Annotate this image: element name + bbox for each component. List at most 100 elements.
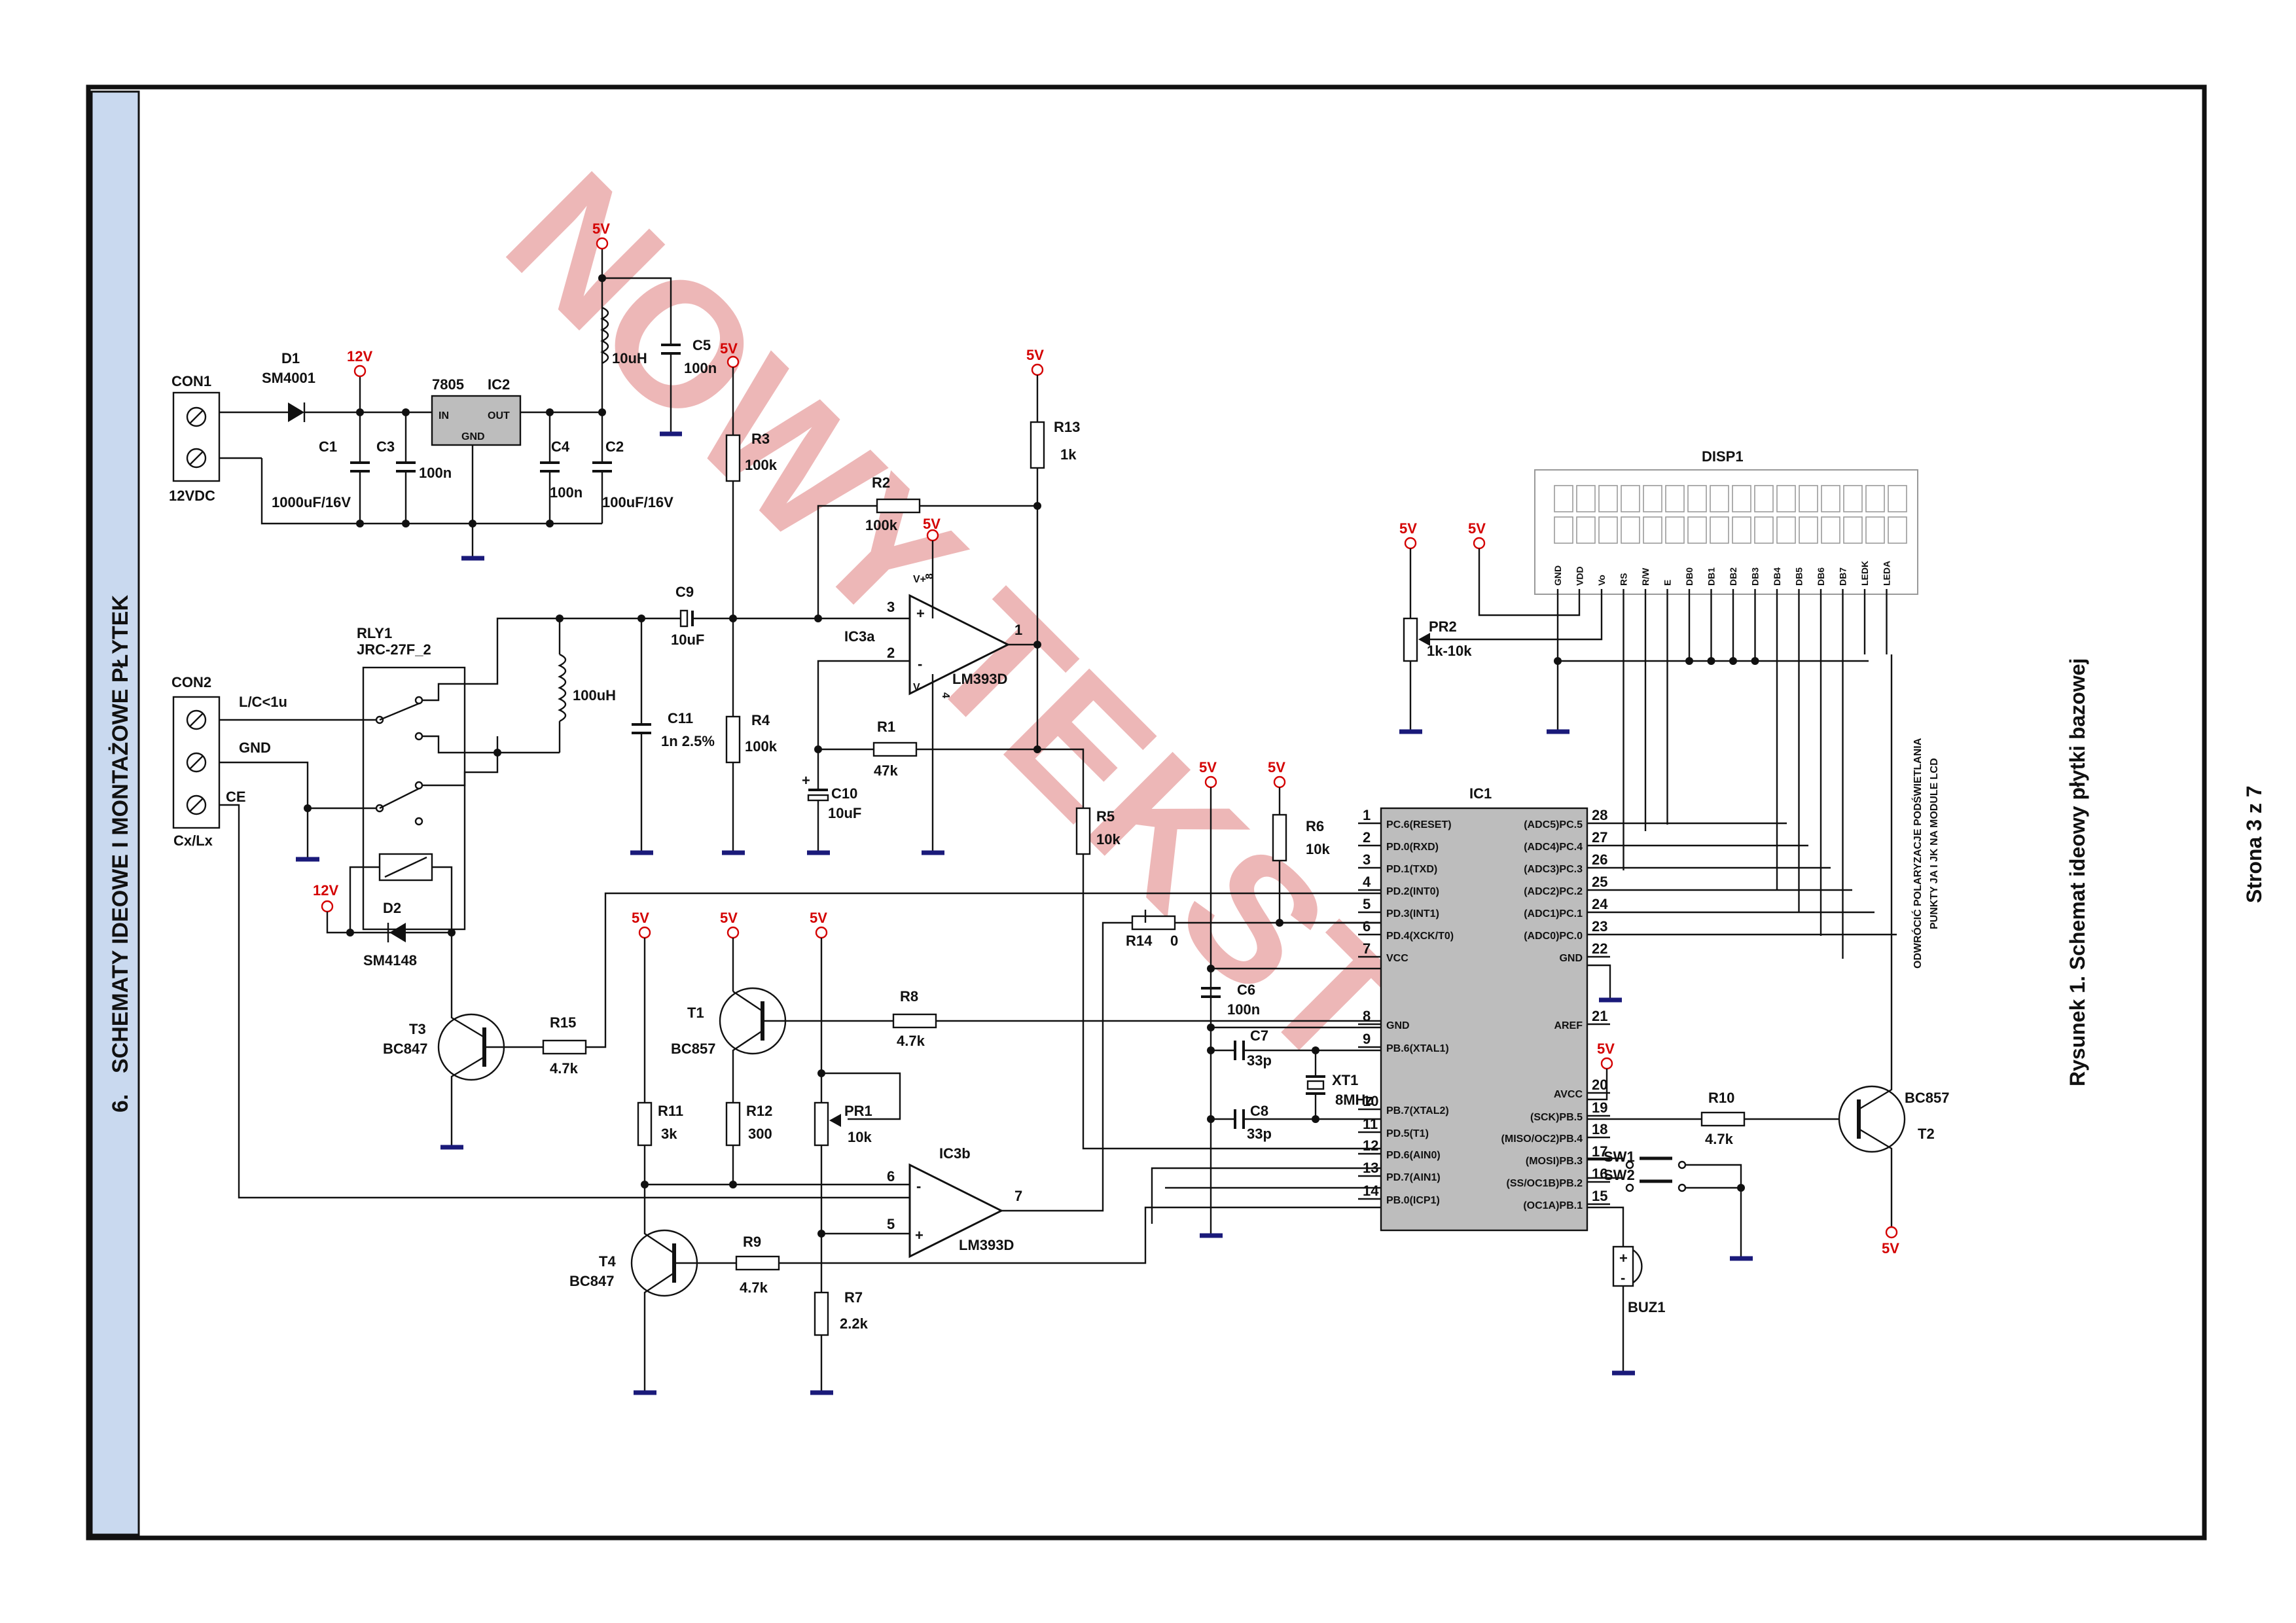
- r8-value: 4.7k: [897, 1033, 925, 1049]
- lcd-cell: [1665, 516, 1685, 544]
- c11-label: C11: [668, 710, 693, 726]
- ic1-pin-name-left: PD.4(XCK/T0): [1386, 931, 1454, 942]
- ic1-pin-num-left: 6: [1363, 918, 1371, 935]
- r15-value: 4.7k: [550, 1060, 579, 1077]
- c10-label: C10: [831, 785, 857, 802]
- pr2-potentiometer: [1403, 617, 1418, 662]
- rail-5v-m: 5V: [1468, 520, 1486, 537]
- c6-label: C6: [1237, 982, 1255, 998]
- lcd-cell: [1776, 485, 1796, 512]
- d2-value: SM4148: [363, 952, 417, 969]
- page-frame: [86, 84, 2207, 1541]
- pin-ce-label: CE: [226, 789, 246, 805]
- lcd-cell: [1710, 485, 1729, 512]
- ic1-pin-name-right: AREF: [1554, 1020, 1583, 1031]
- lcd-note-line2: PUNKTY JA I JK NA MODULE LCD: [1929, 758, 1940, 929]
- rly1-relay: [362, 666, 466, 931]
- ic1-pin-num-right: 24: [1592, 896, 1608, 912]
- ic3b-pin6: 6: [887, 1168, 895, 1185]
- ic1-pin-num-right: 21: [1592, 1008, 1607, 1024]
- r10-value: 4.7k: [1705, 1131, 1734, 1147]
- r12-resistor: [725, 1101, 741, 1147]
- r14-label: R14: [1126, 933, 1153, 949]
- ic1-pin-num-right: 22: [1592, 940, 1607, 957]
- section-number: 6.: [108, 1094, 133, 1113]
- ic1-pin-name-right: (MOSI)PB.3: [1526, 1156, 1583, 1167]
- rail-5v-b: 5V: [720, 340, 738, 357]
- t2-value: BC857: [1905, 1090, 1949, 1106]
- lcd-cell: [1821, 485, 1840, 512]
- lcd-pin-label: DB1: [1706, 567, 1717, 586]
- ic1-pin-name-right: GND: [1559, 953, 1583, 964]
- lcd-pin-label: LEDK: [1859, 561, 1870, 586]
- pin-gnd-label: GND: [239, 740, 271, 756]
- lcd-cell: [1687, 516, 1707, 544]
- con2-label: CON2: [171, 674, 211, 690]
- lcd-cell: [1598, 516, 1618, 544]
- lcd-cell: [1687, 485, 1707, 512]
- ic1-right-pins: 28(ADC5)PC.527(ADC4)PC.426(ADC3)PC.325(A…: [1501, 807, 1897, 1211]
- lcd-pin-label: DB3: [1750, 567, 1761, 586]
- d1-label: D1: [281, 350, 300, 366]
- r12-value: 300: [748, 1126, 772, 1142]
- con1-voltage: 12VDC: [169, 488, 215, 504]
- l2-inductor-icon: [558, 653, 567, 722]
- r4-label: R4: [751, 712, 770, 728]
- ic1-pin-name-left: PD.3(INT1): [1386, 908, 1439, 919]
- r9-resistor: [735, 1255, 780, 1271]
- r3-label: R3: [751, 431, 770, 447]
- lcd-cell: [1710, 516, 1729, 544]
- ic1-pin-num-right: 18: [1592, 1121, 1607, 1137]
- r4-resistor: [725, 715, 741, 764]
- r13-value: 1k: [1060, 446, 1077, 463]
- ic1-pin-name-left: VCC: [1386, 953, 1408, 964]
- ic3a-pin3: 3: [887, 599, 895, 615]
- lcd-pin-label: LEDA: [1882, 561, 1892, 586]
- d1-value: SM4001: [262, 370, 315, 386]
- r2-label: R2: [872, 474, 890, 491]
- pr2-value: 1k-10k: [1427, 643, 1472, 659]
- r2-resistor: [876, 498, 921, 514]
- t2-transistor: [1838, 1085, 1906, 1153]
- ic1-pin-name-left: PD.1(TXD): [1386, 864, 1437, 875]
- pr1-value: 10k: [848, 1129, 872, 1145]
- lcd-cell: [1865, 516, 1885, 544]
- ic1-pin-num-right: 27: [1592, 829, 1607, 846]
- lcd-pin-label: DB6: [1816, 567, 1826, 586]
- r6-resistor: [1272, 813, 1287, 862]
- ic3a-plus: +: [916, 605, 925, 622]
- ic1-pin-num-right: 20: [1592, 1077, 1607, 1093]
- c9-value: 10uF: [671, 632, 704, 648]
- t4-label: T4: [599, 1253, 616, 1270]
- lcd-cell: [1665, 485, 1685, 512]
- ic3a-type: LM393D: [952, 671, 1007, 687]
- power-supply: CON1 12VDC D1 SM4001 12V C1 1000uF/16V C…: [169, 221, 717, 561]
- c10-value: 10uF: [828, 805, 861, 821]
- section-sidebar: [90, 90, 140, 1536]
- c1-label: C1: [319, 438, 337, 455]
- ic1-pin-name-right: (ADC5)PC.5: [1524, 819, 1583, 830]
- pr2-label: PR2: [1429, 618, 1457, 635]
- ic1-pin-num-right: 19: [1592, 1099, 1607, 1116]
- lcd-cell: [1732, 516, 1751, 544]
- r1-label: R1: [877, 719, 895, 735]
- rail-5v-i: 5V: [1268, 759, 1285, 776]
- input-section: CON2 Cx/Lx L/C<1u GND CE RLY1 JRC-27F_2 …: [171, 584, 1381, 1199]
- r5-resistor: [1075, 807, 1091, 855]
- ic1-pin-num-right: 15: [1592, 1188, 1607, 1204]
- figure-caption: Rysunek 1. Schemat ideowy płytki bazowej: [2066, 658, 2089, 1086]
- t1-value: BC857: [671, 1041, 715, 1057]
- lcd-cell: [1888, 516, 1907, 544]
- r14-value: 0: [1170, 933, 1178, 949]
- ic1-pin-num-left: 10: [1363, 1093, 1378, 1109]
- ic1-pin-num-right: 28: [1592, 807, 1607, 823]
- ic1-pin-name-right: (ADC2)PC.2: [1524, 886, 1583, 897]
- r5-label: R5: [1096, 808, 1115, 825]
- c3-value: 100n: [419, 465, 452, 481]
- ic1-pin-name-right: (OC1A)PB.1: [1523, 1200, 1583, 1211]
- d1-diode-icon: [288, 402, 304, 422]
- page-number: Strona 3 z 7: [2242, 785, 2266, 903]
- rail-5v-h: 5V: [1199, 759, 1217, 776]
- c2-value: 100uF/16V: [602, 494, 673, 510]
